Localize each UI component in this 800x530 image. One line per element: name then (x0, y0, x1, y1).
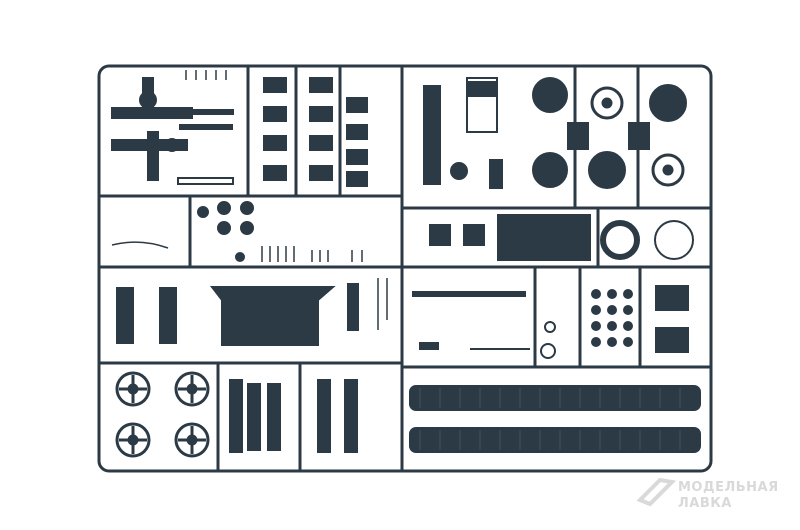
road-wheel-hub-2 (532, 152, 568, 188)
tire-ring-1 (600, 220, 640, 260)
track-link-grid (591, 289, 633, 347)
track-segment-v2 (247, 383, 261, 451)
watermark-line2: ЛАВКА (678, 496, 732, 511)
linkage-parts (419, 321, 556, 359)
box-right-1 (655, 285, 689, 311)
spoked-wheel-3 (115, 422, 151, 458)
track-segment-v3 (267, 383, 281, 451)
plate-part-b (628, 122, 650, 150)
track-segment-v5 (344, 379, 358, 453)
cable-part (111, 241, 169, 249)
hull-part (209, 286, 336, 346)
arm-part-upper (111, 77, 234, 119)
box-parts-col3 (346, 97, 368, 187)
block-part (467, 81, 497, 97)
side-plate-1 (116, 287, 134, 344)
bracket-part (489, 159, 503, 189)
track-segment-v4 (317, 379, 331, 453)
hatch-left (429, 224, 451, 246)
sprocket-3 (588, 151, 626, 189)
track-run-lower (409, 427, 701, 453)
sprocket-2 (649, 84, 687, 122)
box-parts-col2 (309, 77, 333, 181)
strap-part (177, 177, 234, 185)
arrow-logo-icon (636, 477, 677, 507)
road-wheel-hub-1 (532, 77, 568, 113)
box-right-2 (655, 327, 689, 353)
knob-part (450, 162, 468, 180)
spoked-wheel-1 (115, 371, 151, 407)
tire-ring-2 (654, 220, 694, 260)
small-hooks (185, 70, 227, 80)
track-segment-v1 (229, 379, 243, 453)
watermark-line1: МОДЕЛЬНАЯ (678, 480, 779, 495)
side-plate-2 (159, 287, 177, 344)
thin-rods (377, 278, 388, 330)
frame-part (466, 77, 498, 133)
tread-pattern (419, 388, 681, 450)
sprocket-1 (590, 86, 624, 120)
rod-part (347, 283, 359, 331)
bar-part (412, 291, 526, 297)
grille-parts (261, 246, 363, 262)
tall-plate (423, 85, 441, 185)
hatch-right (463, 224, 485, 246)
plate-part-a (567, 122, 589, 150)
sprocket-4 (651, 153, 685, 187)
box-parts-col1 (263, 77, 287, 181)
small-round-parts (197, 201, 254, 262)
track-run-upper (409, 385, 701, 411)
spoked-wheel-2 (174, 371, 210, 407)
arm-part-lower (111, 124, 233, 181)
deck-plate (497, 214, 591, 261)
spoked-wheel-4 (174, 422, 210, 458)
